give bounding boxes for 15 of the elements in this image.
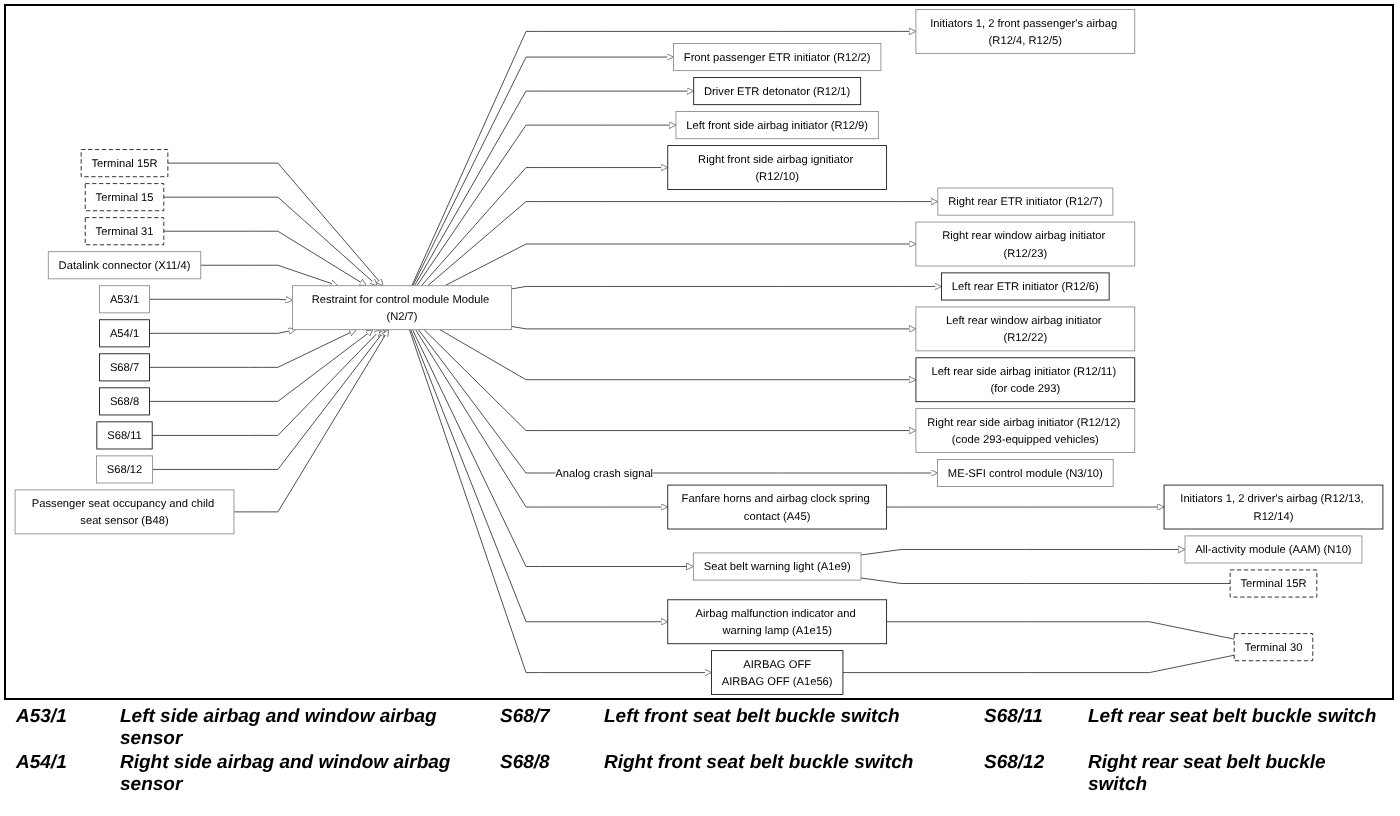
part-code: A53/1	[16, 706, 67, 728]
part-description: Right side airbag and window airbag sensor	[120, 752, 453, 796]
part-description: Left side airbag and window airbag sensor	[120, 706, 439, 750]
part-code: S68/12	[984, 752, 1045, 774]
connector	[886, 621, 1235, 640]
part-code: A54/1	[16, 752, 67, 774]
connector	[842, 654, 1235, 673]
part-code: S68/8	[500, 752, 550, 774]
part-description: Left front seat belt buckle switch	[604, 706, 900, 728]
part-code: S68/11	[984, 706, 1043, 728]
part-description: Left rear seat belt buckle switch	[1088, 706, 1377, 728]
connector	[860, 577, 1231, 584]
part-description: Right front seat belt buckle switch	[604, 752, 914, 774]
part-code: S68/7	[500, 706, 550, 728]
part-description: Right rear seat belt buckle switch	[1088, 752, 1328, 796]
